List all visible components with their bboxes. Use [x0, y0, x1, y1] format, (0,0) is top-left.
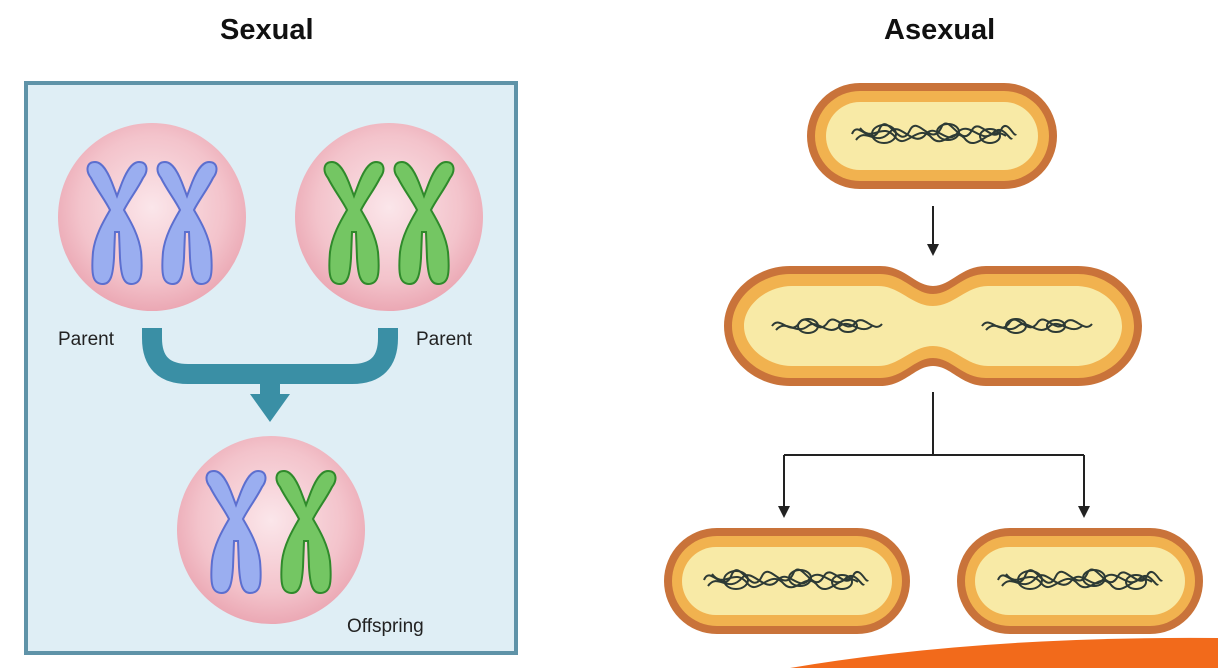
offspring-cell — [177, 436, 365, 624]
title-sexual: Sexual — [220, 14, 314, 46]
dna-icon — [997, 568, 1163, 590]
dna-icon — [703, 568, 869, 590]
arrow-head-right — [1078, 506, 1090, 518]
title-asexual: Asexual — [884, 14, 996, 46]
bacterium-parent — [807, 83, 1057, 189]
parent-cell-left — [58, 123, 246, 311]
dna-icon — [981, 318, 1093, 334]
division-arrow — [927, 206, 939, 256]
parent-label-right: Parent — [416, 329, 472, 350]
parent-cell-right — [295, 123, 483, 311]
decorative-orange-arc — [790, 637, 1218, 668]
dna-icon — [771, 318, 883, 334]
dna-icon — [851, 122, 1017, 144]
bacterium-daughter-right — [957, 528, 1203, 634]
bacterium-daughter-left — [664, 528, 910, 634]
parent-label-left: Parent — [58, 329, 114, 350]
split-arrows — [783, 392, 1085, 508]
merge-arrow — [142, 328, 398, 422]
bacterium-dividing — [724, 266, 1142, 386]
offspring-label: Offspring — [347, 616, 424, 637]
arrow-head-left — [778, 506, 790, 518]
